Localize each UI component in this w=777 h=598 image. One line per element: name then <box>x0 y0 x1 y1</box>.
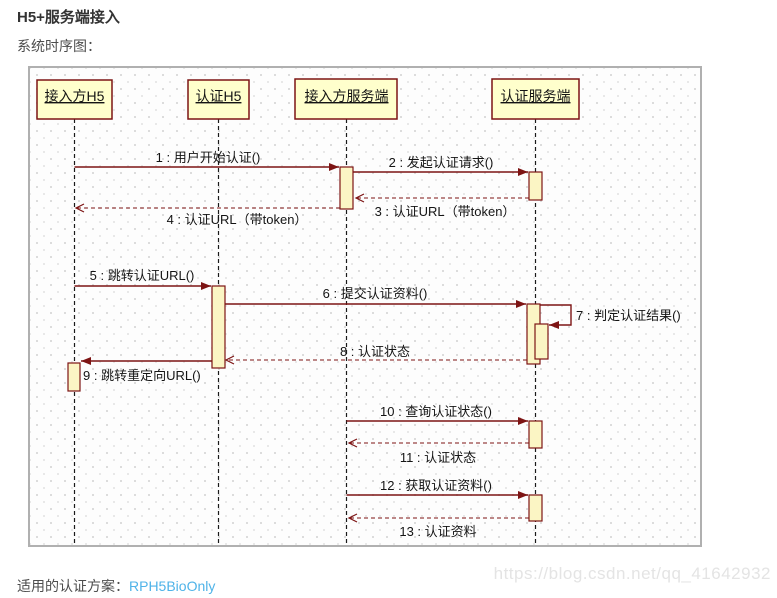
activation-bar <box>528 171 543 201</box>
actor-renzheng-h5: 认证H5 <box>187 79 250 120</box>
activation-bar <box>67 362 81 392</box>
message-label-12: 12 : 获取认证资料() <box>380 478 492 493</box>
page-title: H5+服务端接入 <box>17 9 120 26</box>
message-label-8: 8 : 认证状态 <box>340 344 410 359</box>
watermark-text: https://blog.csdn.net/qq_41642932 <box>493 564 771 583</box>
actor-jierufang-server: 接入方服务端 <box>294 78 398 120</box>
actor-jierufang-h5: 接入方H5 <box>36 79 113 120</box>
message-arrow-7-self <box>540 304 572 329</box>
sequence-diagram-canvas: 接入方H5 认证H5 接入方服务端 认证服务端 <box>36 78 681 545</box>
message-label-7: 7 : 判定认证结果() <box>576 308 681 323</box>
message-label-9: 9 : 跳转重定向URL() <box>83 368 201 383</box>
section-label: 系统时序图： <box>17 38 101 54</box>
actor-label-renzheng-server: 认证服务端 <box>501 88 571 104</box>
actor-label-jierufang-server: 接入方服务端 <box>305 88 389 104</box>
message-label-11: 11 : 认证状态 <box>400 450 476 465</box>
activation-bar-nested <box>534 323 549 360</box>
message-label-3: 3 : 认证URL（带token） <box>375 204 516 219</box>
message-label-4: 4 : 认证URL（带token） <box>167 212 308 227</box>
footer: 适用的认证方案：RPH5BioOnly <box>17 576 215 596</box>
activation-bar <box>528 420 543 449</box>
message-label-5: 5 : 跳转认证URL() <box>90 268 195 283</box>
activation-bar <box>528 494 543 522</box>
actor-label-jierufang-h5: 接入方H5 <box>45 88 105 104</box>
sequence-diagram: 接入方H5 认证H5 接入方服务端 认证服务端 <box>28 66 702 547</box>
message-label-6: 6 : 提交认证资料() <box>323 286 428 301</box>
message-label-13: 13 : 认证资料 <box>399 524 476 539</box>
message-label-10: 10 : 查询认证状态() <box>380 404 492 419</box>
activation-bar <box>211 285 226 369</box>
footer-label: 适用的认证方案： <box>17 578 129 594</box>
actor-renzheng-server: 认证服务端 <box>491 78 580 120</box>
message-label-2: 2 : 发起认证请求() <box>389 155 494 170</box>
auth-scheme-link[interactable]: RPH5BioOnly <box>129 578 216 594</box>
message-label-1: 1 : 用户开始认证() <box>156 150 261 165</box>
actor-label-renzheng-h5: 认证H5 <box>196 88 242 104</box>
activation-bar <box>339 166 354 210</box>
